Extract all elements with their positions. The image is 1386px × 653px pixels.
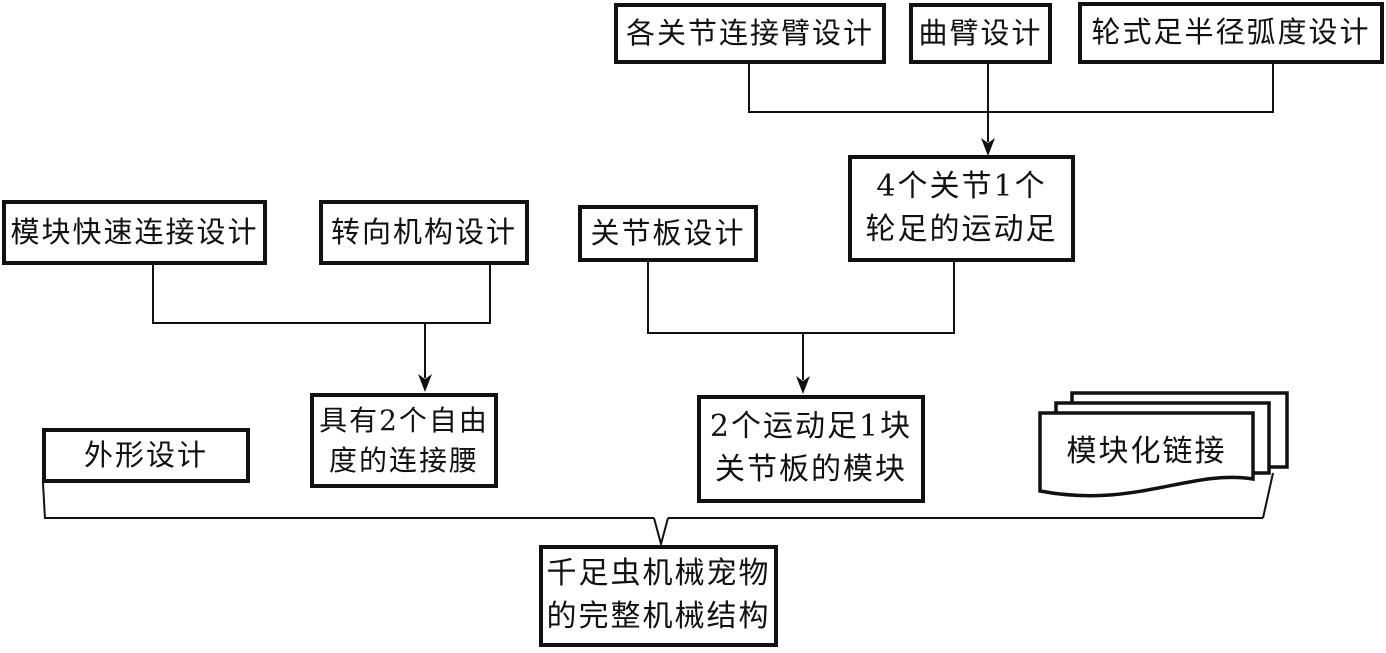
node-label: 关节板设计 bbox=[590, 215, 746, 250]
node-label: 各关节连接臂设计 bbox=[625, 15, 874, 50]
node-steering-mechanism-design: 转向机构设计 bbox=[319, 200, 529, 265]
node-label: 模块快速连接设计 bbox=[10, 214, 259, 249]
connector-doc-stack-drop bbox=[1262, 472, 1274, 519]
node-label-line2: 度的连接腰 bbox=[328, 443, 479, 477]
node-wheel-foot-radius-design: 轮式足半径弧度设计 bbox=[1078, 2, 1384, 64]
node-joint-plate-design: 关节板设计 bbox=[578, 205, 758, 262]
node-modular-link-label: 模块化链接 bbox=[1040, 413, 1253, 483]
node-label-line1: 4个关节1个 bbox=[876, 168, 1047, 204]
node-label-line2: 的完整机械结构 bbox=[546, 599, 771, 634]
node-label: 曲臂设计 bbox=[918, 15, 1043, 50]
arrowhead-to-motion-foot bbox=[981, 138, 995, 156]
node-label-line2: 关节板的模块 bbox=[715, 452, 907, 487]
node-label-line2: 轮足的运动足 bbox=[865, 211, 1058, 247]
node-label: 外形设计 bbox=[83, 437, 208, 472]
node-label-line1: 千足虫机械宠物 bbox=[546, 556, 771, 592]
node-final-structure: 千足虫机械宠物 的完整机械结构 bbox=[539, 545, 778, 647]
document-front-sheet bbox=[1038, 411, 1255, 498]
document-stack-symbol bbox=[1038, 391, 1289, 498]
node-label: 转向机构设计 bbox=[330, 214, 517, 249]
node-label-line1: 2个运动足1块 bbox=[709, 409, 913, 445]
node-module-block: 2个运动足1块 关节板的模块 bbox=[697, 395, 925, 503]
node-joint-arm-design: 各关节连接臂设计 bbox=[614, 3, 886, 64]
node-label: 模块化链接 bbox=[1066, 434, 1227, 469]
connector-shape-drop bbox=[42, 482, 46, 520]
node-label: 轮式足半径弧度设计 bbox=[1091, 15, 1371, 50]
node-module-quick-connect-design: 模块快速连接设计 bbox=[2, 200, 267, 265]
arrowhead-to-waist bbox=[418, 374, 432, 392]
node-crank-arm-design: 曲臂设计 bbox=[909, 3, 1052, 64]
arrowhead-to-module-block bbox=[796, 376, 810, 394]
connector-merge-funnel bbox=[653, 517, 669, 548]
node-motion-foot: 4个关节1个 轮足的运动足 bbox=[848, 155, 1075, 262]
node-shape-design: 外形设计 bbox=[42, 428, 250, 483]
node-label-line1: 具有2个自由 bbox=[319, 403, 489, 437]
node-connecting-waist: 具有2个自由 度的连接腰 bbox=[310, 393, 498, 488]
